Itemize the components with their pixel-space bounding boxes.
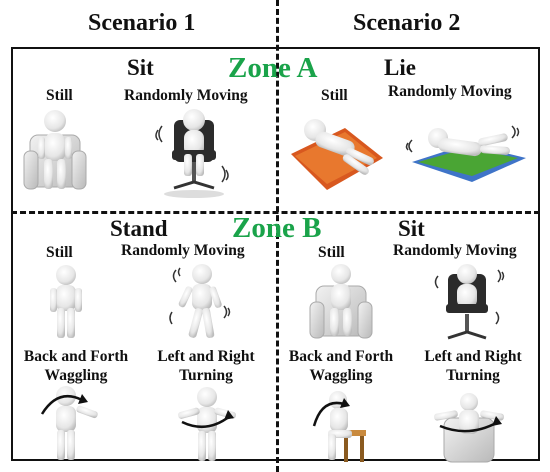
zone-b-s1-turn-line2: Turning bbox=[179, 367, 233, 384]
person-seated-turning-icon bbox=[433, 393, 505, 463]
person-standing-moving-icon bbox=[169, 264, 231, 338]
person-lying-moving-icon bbox=[405, 125, 526, 182]
zone-divider bbox=[11, 211, 540, 214]
person-standing-still-icon bbox=[50, 265, 82, 338]
zone-a-s1-posture: Sit bbox=[127, 55, 154, 80]
person-sitting-moving-icon bbox=[155, 109, 229, 198]
zone-a-s2-still-label: Still bbox=[321, 87, 348, 104]
zone-b-s2-waggle-line2: Waggling bbox=[309, 367, 373, 384]
zone-b-s2-waggle-line1: Back and Forth bbox=[288, 348, 394, 365]
person-waggling-icon bbox=[40, 386, 98, 460]
person-sitting-still-b-icon bbox=[309, 264, 373, 339]
zone-a-s2-moving-label: Randomly Moving bbox=[388, 83, 512, 100]
zone-b-s1-waggle-line1: Back and Forth bbox=[23, 348, 129, 365]
person-turning-icon bbox=[177, 387, 237, 461]
zone-b-s2-posture: Sit bbox=[398, 216, 425, 241]
zone-a-label: Zone A bbox=[228, 52, 318, 84]
diagram-frame bbox=[11, 47, 540, 461]
zone-b-s1-turn-line1: Left and Right bbox=[157, 348, 255, 365]
scenario-1-header: Scenario 1 bbox=[88, 10, 196, 36]
zone-b-s2-still-label: Still bbox=[318, 244, 345, 261]
zone-b-s2-moving-label: Randomly Moving bbox=[393, 242, 517, 259]
scenario-2-header: Scenario 2 bbox=[353, 10, 461, 36]
zone-b-s2-turn-line2: Turning bbox=[446, 367, 500, 384]
scenario-divider bbox=[276, 0, 279, 472]
zone-b-s2-turn-label: Left and Right Turning bbox=[413, 347, 533, 385]
zone-b-s1-waggle-line2: Waggling bbox=[44, 367, 108, 384]
zone-a-s1-moving-label: Randomly Moving bbox=[124, 87, 248, 104]
zone-b-s2-turn-line1: Left and Right bbox=[424, 348, 522, 365]
zone-a-s2-posture: Lie bbox=[384, 55, 416, 80]
zone-b-s1-still-label: Still bbox=[46, 244, 73, 261]
zone-b-s1-turn-label: Left and Right Turning bbox=[146, 347, 266, 385]
person-lying-still-icon bbox=[291, 119, 383, 190]
zone-b-label: Zone B bbox=[232, 212, 322, 244]
zone-b-s1-posture: Stand bbox=[110, 216, 168, 241]
zone-a-s1-still-label: Still bbox=[46, 87, 73, 104]
person-seated-waggling-icon bbox=[312, 391, 366, 462]
person-sitting-moving-b-icon bbox=[434, 264, 505, 340]
zone-b-s2-waggle-label: Back and Forth Waggling bbox=[282, 347, 400, 385]
person-sitting-still-icon bbox=[23, 110, 87, 190]
zone-b-s1-waggle-label: Back and Forth Waggling bbox=[20, 347, 132, 385]
zone-b-s1-moving-label: Randomly Moving bbox=[121, 242, 245, 259]
